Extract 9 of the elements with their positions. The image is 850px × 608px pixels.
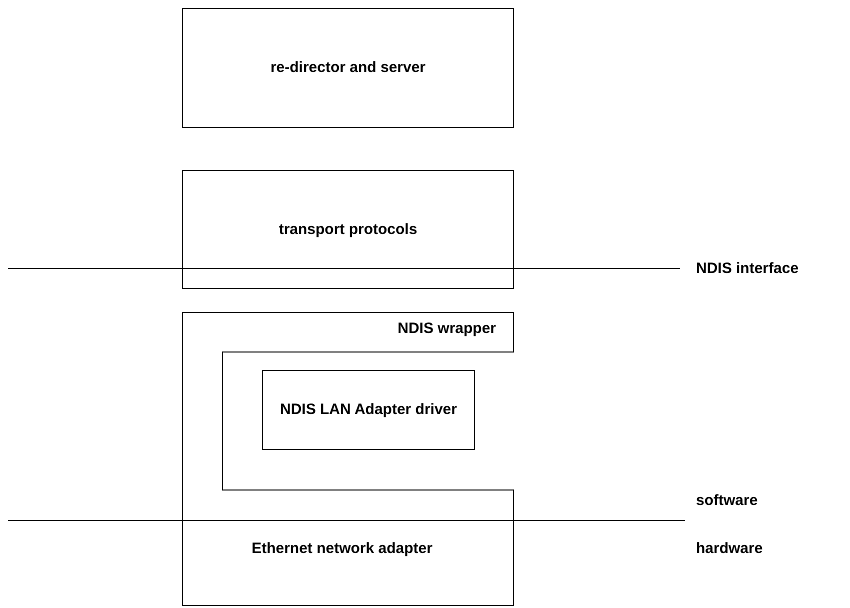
layer-box: re-director and server bbox=[182, 8, 514, 128]
layer-box: transport protocols bbox=[182, 170, 514, 289]
layer-box: NDIS LAN Adapter driver bbox=[262, 370, 475, 450]
layer-label: Ethernet network adapter bbox=[250, 539, 434, 559]
layer-boundary-label: NDIS interface bbox=[696, 259, 799, 279]
wrapper-layer-shape bbox=[182, 312, 514, 606]
layer-boundary-label: hardware bbox=[696, 539, 763, 559]
layer-boundary-label: software bbox=[696, 491, 758, 511]
layer-label: NDIS wrapper bbox=[398, 319, 496, 339]
